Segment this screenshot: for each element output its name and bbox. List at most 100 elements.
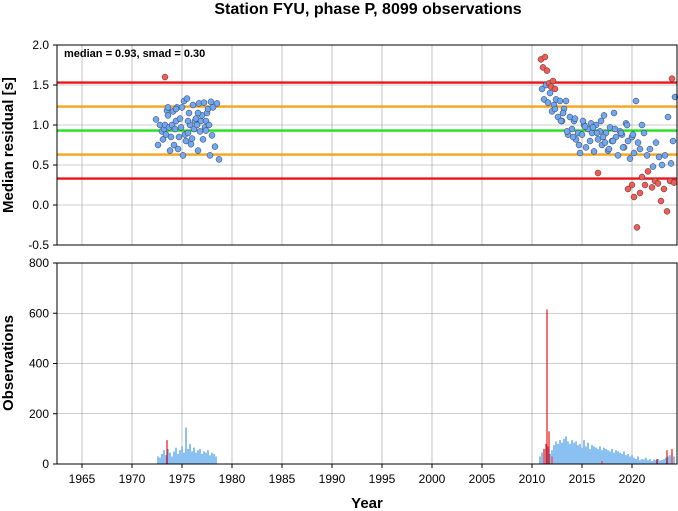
residual-point bbox=[213, 100, 221, 107]
residual-point bbox=[641, 181, 649, 189]
residual-y-tick-label: 1.5 bbox=[32, 78, 49, 92]
residual-point bbox=[177, 124, 185, 131]
residual-point bbox=[215, 156, 223, 163]
residual-point bbox=[541, 53, 549, 61]
observations-y-tick-label: 200 bbox=[29, 407, 49, 421]
residual-point bbox=[630, 193, 638, 201]
residual-point bbox=[159, 136, 167, 143]
observations-x-tick-label: 2000 bbox=[419, 472, 446, 486]
residual-point bbox=[579, 117, 587, 125]
residual-point bbox=[199, 136, 207, 143]
residual-point bbox=[206, 152, 214, 159]
residual-point bbox=[543, 67, 551, 74]
residual-point bbox=[664, 113, 672, 121]
observations-y-tick-label: 400 bbox=[29, 357, 49, 371]
residual-point bbox=[629, 131, 637, 138]
residual-point bbox=[628, 181, 636, 189]
residual-point bbox=[562, 97, 570, 105]
observations-bars bbox=[157, 309, 675, 464]
observations-x-tick-label: 2005 bbox=[469, 472, 496, 486]
observations-x-tick-label: 2010 bbox=[519, 472, 546, 486]
residual-point bbox=[164, 104, 172, 111]
observations-x-tick-label: 1975 bbox=[169, 472, 196, 486]
residual-point bbox=[640, 129, 648, 137]
residual-point bbox=[184, 117, 192, 125]
residual-point bbox=[644, 168, 652, 175]
residual-y-tick-label: 0.0 bbox=[32, 198, 49, 212]
residual-point bbox=[669, 137, 677, 145]
residual-y-tick-label: 2.0 bbox=[32, 38, 49, 52]
residual-point bbox=[179, 152, 187, 159]
residual-point bbox=[605, 145, 613, 153]
residual-point bbox=[671, 93, 678, 101]
residual-point bbox=[609, 137, 617, 145]
observations-x-tick-label: 2020 bbox=[619, 472, 646, 486]
residual-point bbox=[643, 152, 651, 159]
residual-point bbox=[597, 117, 605, 125]
residual-point bbox=[538, 85, 546, 93]
residual-point bbox=[667, 160, 675, 167]
residual-point bbox=[189, 101, 197, 109]
residual-point bbox=[593, 129, 601, 137]
residual-point bbox=[202, 127, 210, 134]
observations-x-tick-label: 1965 bbox=[69, 472, 96, 486]
residual-point bbox=[594, 169, 602, 177]
observations-x-tick-label: 1985 bbox=[269, 472, 296, 486]
residual-point bbox=[549, 77, 557, 85]
residual-point bbox=[208, 132, 216, 139]
residual-point bbox=[610, 109, 618, 117]
residual-point bbox=[193, 121, 201, 129]
residual-point bbox=[174, 145, 182, 153]
residual-point bbox=[636, 145, 644, 153]
residual-point bbox=[586, 137, 594, 145]
observations-y-tick-label: 800 bbox=[29, 256, 49, 270]
residual-y-ticks: -0.50.00.51.01.52.0 bbox=[28, 38, 57, 252]
residual-point bbox=[551, 85, 559, 93]
residual-point bbox=[663, 208, 671, 215]
observations-x-tick-label: 1990 bbox=[319, 472, 346, 486]
residual-point bbox=[601, 139, 609, 146]
residual-point bbox=[556, 97, 564, 105]
residual-point bbox=[599, 133, 607, 141]
residual-y-tick-label: 0.5 bbox=[32, 158, 49, 172]
observations-x-tick-label: 2015 bbox=[569, 472, 596, 486]
residual-point bbox=[557, 117, 565, 125]
residual-point bbox=[589, 124, 597, 131]
residual-frame bbox=[56, 44, 678, 246]
residual-point bbox=[582, 144, 590, 151]
observations-x-tick-label: 1970 bbox=[119, 472, 146, 486]
observations-grid bbox=[57, 262, 677, 465]
residual-point bbox=[658, 161, 666, 169]
residual-point bbox=[194, 147, 202, 154]
residual-point bbox=[152, 116, 160, 123]
residual-point bbox=[544, 99, 552, 106]
x-axis-label: Year bbox=[351, 495, 383, 511]
residual-point bbox=[183, 95, 191, 102]
residual-point bbox=[670, 179, 678, 186]
residual-point bbox=[205, 121, 213, 129]
residual-point bbox=[619, 144, 627, 151]
residual-point bbox=[633, 224, 641, 231]
residual-point bbox=[196, 128, 204, 135]
residual-point bbox=[600, 112, 608, 119]
residual-point bbox=[575, 141, 583, 149]
residual-point bbox=[551, 105, 559, 113]
residual-point bbox=[571, 115, 579, 122]
residual-point bbox=[626, 155, 634, 162]
residual-point bbox=[207, 98, 215, 106]
residual-point bbox=[611, 125, 619, 133]
residual-points bbox=[152, 53, 678, 231]
residual-point bbox=[559, 109, 567, 117]
residual-point bbox=[634, 139, 642, 146]
residual-point bbox=[581, 123, 589, 130]
residual-point bbox=[164, 112, 172, 119]
residual-point bbox=[184, 129, 192, 137]
residual-point bbox=[654, 180, 662, 187]
residual-point bbox=[590, 148, 598, 155]
observations-y-tick-label: 600 bbox=[29, 306, 49, 320]
